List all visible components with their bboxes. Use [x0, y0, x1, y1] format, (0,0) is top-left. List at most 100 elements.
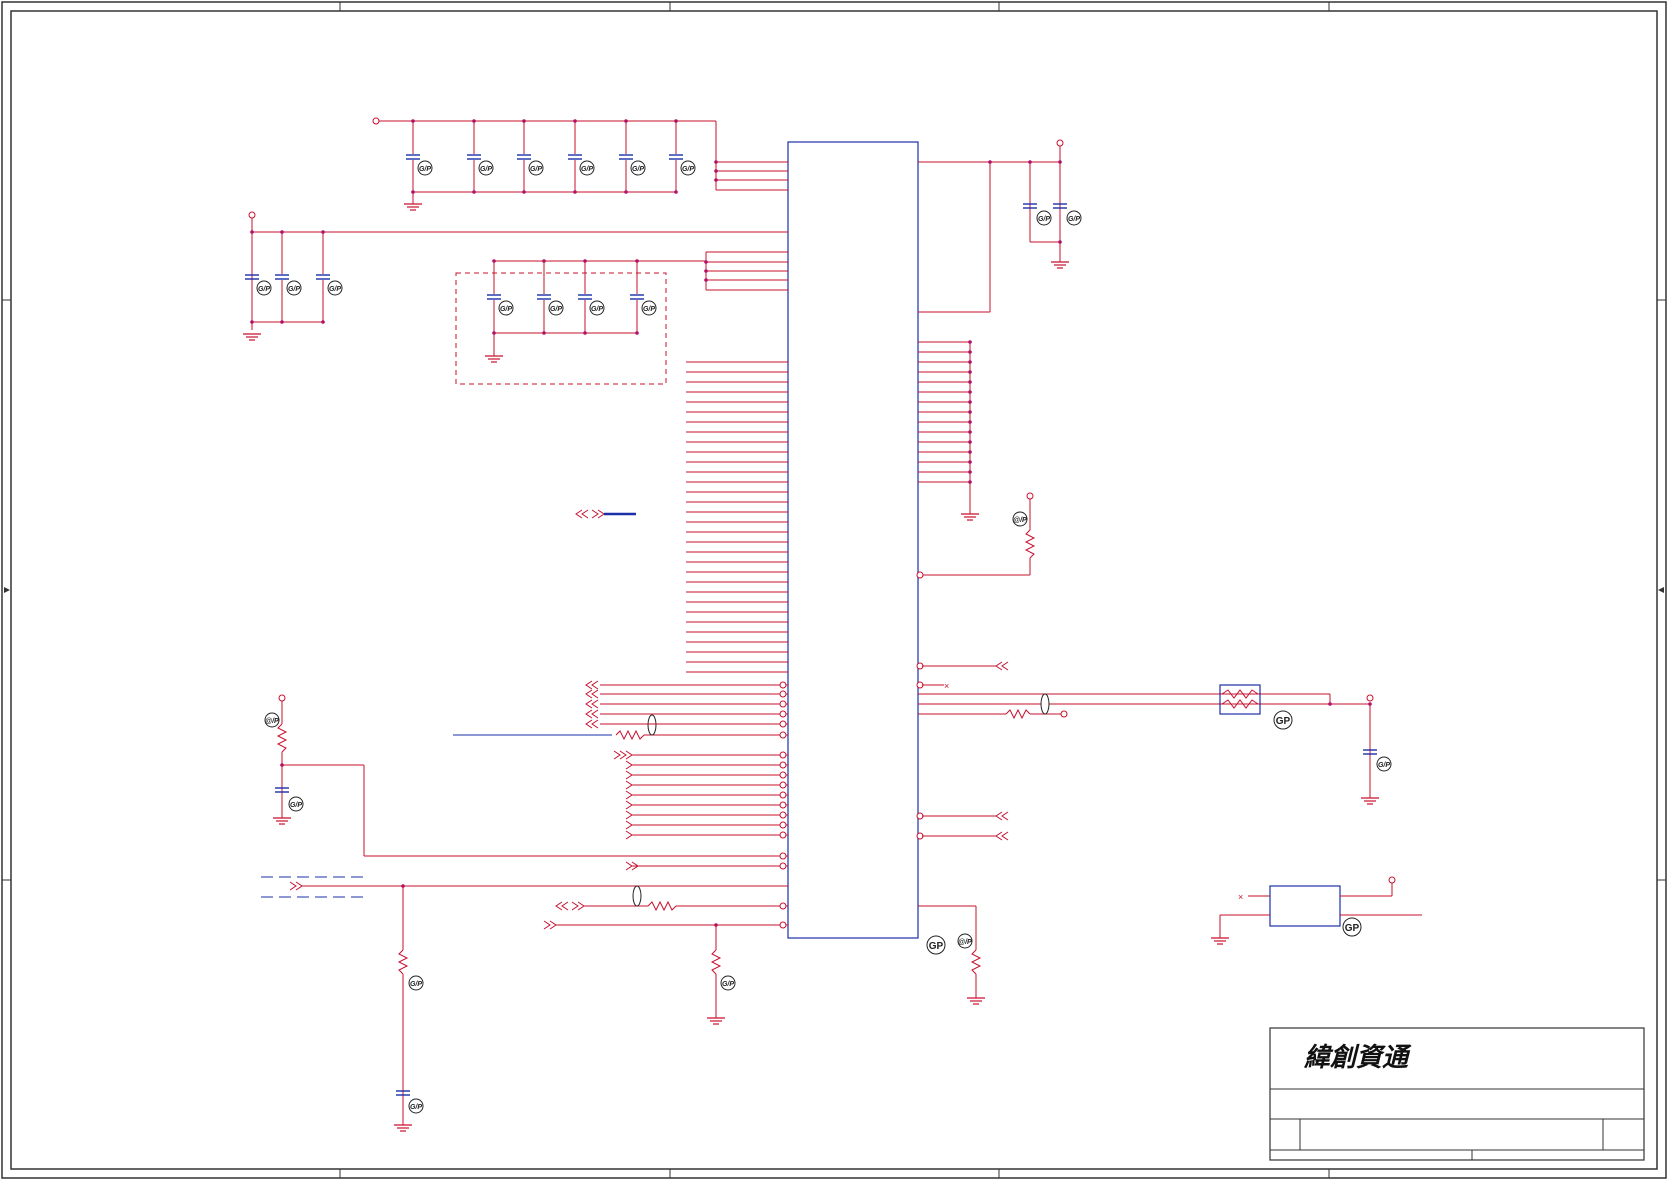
capacitor: [406, 154, 420, 160]
junction-dot: [968, 370, 972, 374]
junction-dot: [542, 331, 546, 335]
part-badge: G/P: [498, 300, 514, 316]
pin-port: [779, 710, 787, 718]
svg-text:G/P: G/P: [500, 306, 512, 313]
capacitor: [537, 294, 551, 300]
offsheet-connector: [585, 719, 599, 729]
offsheet-connector: [625, 790, 633, 800]
junction-dot: [542, 259, 546, 263]
capacitor: [619, 154, 633, 160]
pin-port: [779, 700, 787, 708]
optional-cap-group: [455, 251, 788, 385]
capacitor: [275, 274, 289, 280]
svg-text:@/P: @/P: [958, 939, 972, 946]
offsheet-connector: [585, 709, 599, 719]
capacitor: [467, 154, 481, 160]
junction-dot: [674, 119, 678, 123]
svg-text:G/P: G/P: [290, 802, 302, 809]
junction-dot: [968, 480, 972, 484]
capacitor: [245, 274, 259, 280]
capacitor: [578, 294, 592, 300]
offsheet-connector: [585, 699, 599, 709]
junction-dot: [583, 259, 587, 263]
junction-dot: [321, 320, 325, 324]
svg-text:G/P: G/P: [410, 1104, 422, 1111]
pin-port: [779, 831, 787, 839]
offsheet-connector: [625, 800, 633, 810]
bottom-left-signals: [543, 885, 788, 1025]
part-badge: G/P: [630, 160, 646, 176]
junction-dot: [411, 119, 415, 123]
junction-dot: [522, 119, 526, 123]
junction-dot: [968, 340, 972, 344]
pin-port: [779, 811, 787, 819]
right-side-signals: ×: [916, 661, 1380, 841]
pin-port: [779, 791, 787, 799]
ground-symbol: [404, 203, 422, 211]
junction-dot: [968, 360, 972, 364]
pin-port: [779, 801, 787, 809]
junction-dot: [968, 380, 972, 384]
junction-dot: [968, 440, 972, 444]
offsheet-connector: [625, 810, 633, 820]
capacitor: [669, 154, 683, 160]
svg-text:@/P: @/P: [265, 718, 279, 725]
pin-port: [779, 771, 787, 779]
svg-text:G/P: G/P: [410, 981, 422, 988]
junction-dot: [411, 190, 415, 194]
svg-text:G/P: G/P: [581, 166, 593, 173]
mid-left-series-input: [453, 714, 788, 741]
part-badge: G/P: [1066, 210, 1082, 226]
svg-text:G/P: G/P: [329, 286, 341, 293]
offsheet-connector: [625, 830, 633, 840]
part-badge: @/P: [957, 933, 973, 949]
pin-port: [779, 862, 787, 870]
offsheet-connector: [625, 770, 633, 780]
part-badge: G/P: [288, 796, 304, 812]
junction-dot: [968, 350, 972, 354]
capacitor: [487, 294, 501, 300]
junction-dot: [674, 190, 678, 194]
svg-text:GP: GP: [1345, 923, 1360, 934]
main-ic-body: [787, 141, 919, 939]
part-badge: G/P: [680, 160, 696, 176]
offsheet-connector: [585, 689, 599, 699]
left-reset-rc: [272, 694, 788, 860]
offsheet-connector: [625, 820, 633, 830]
junction-dot: [573, 119, 577, 123]
part-badge: G/P: [478, 160, 494, 176]
part-badge: @/P: [264, 712, 280, 728]
svg-text:GP: GP: [1276, 716, 1291, 727]
junction-dot: [624, 119, 628, 123]
junction-dot: [968, 400, 972, 404]
capacitor: [316, 274, 330, 280]
svg-text:G/P: G/P: [643, 306, 655, 313]
junction-dot: [583, 331, 587, 335]
left-input-rc: [261, 876, 788, 1132]
svg-text:G/P: G/P: [682, 166, 694, 173]
junction-dot: [968, 410, 972, 414]
junction-dot: [635, 331, 639, 335]
top-decoupling-bank: [372, 117, 788, 193]
pin-port: [779, 821, 787, 829]
part-badge: G/P: [720, 975, 736, 991]
junction-dot: [968, 430, 972, 434]
junction-dot: [624, 190, 628, 194]
junction-dot: [635, 259, 639, 263]
junction-dot: [573, 190, 577, 194]
title-block: [1269, 1027, 1645, 1161]
svg-text:G/P: G/P: [288, 286, 300, 293]
bottom-right-resistor: [918, 905, 986, 1005]
junction-dot: [280, 230, 284, 234]
svg-text:G/P: G/P: [550, 306, 562, 313]
svg-text:G/P: G/P: [480, 166, 492, 173]
left-decoupling-bank: [248, 211, 788, 330]
svg-text:GP: GP: [929, 941, 944, 952]
svg-text:@/P: @/P: [1013, 517, 1027, 524]
gp-badge: GP: [1273, 710, 1293, 730]
pin-port: [779, 781, 787, 789]
part-badge: G/P: [286, 280, 302, 296]
svg-text:G/P: G/P: [419, 166, 431, 173]
svg-text:×: ×: [944, 681, 949, 691]
junction-dot: [968, 420, 972, 424]
